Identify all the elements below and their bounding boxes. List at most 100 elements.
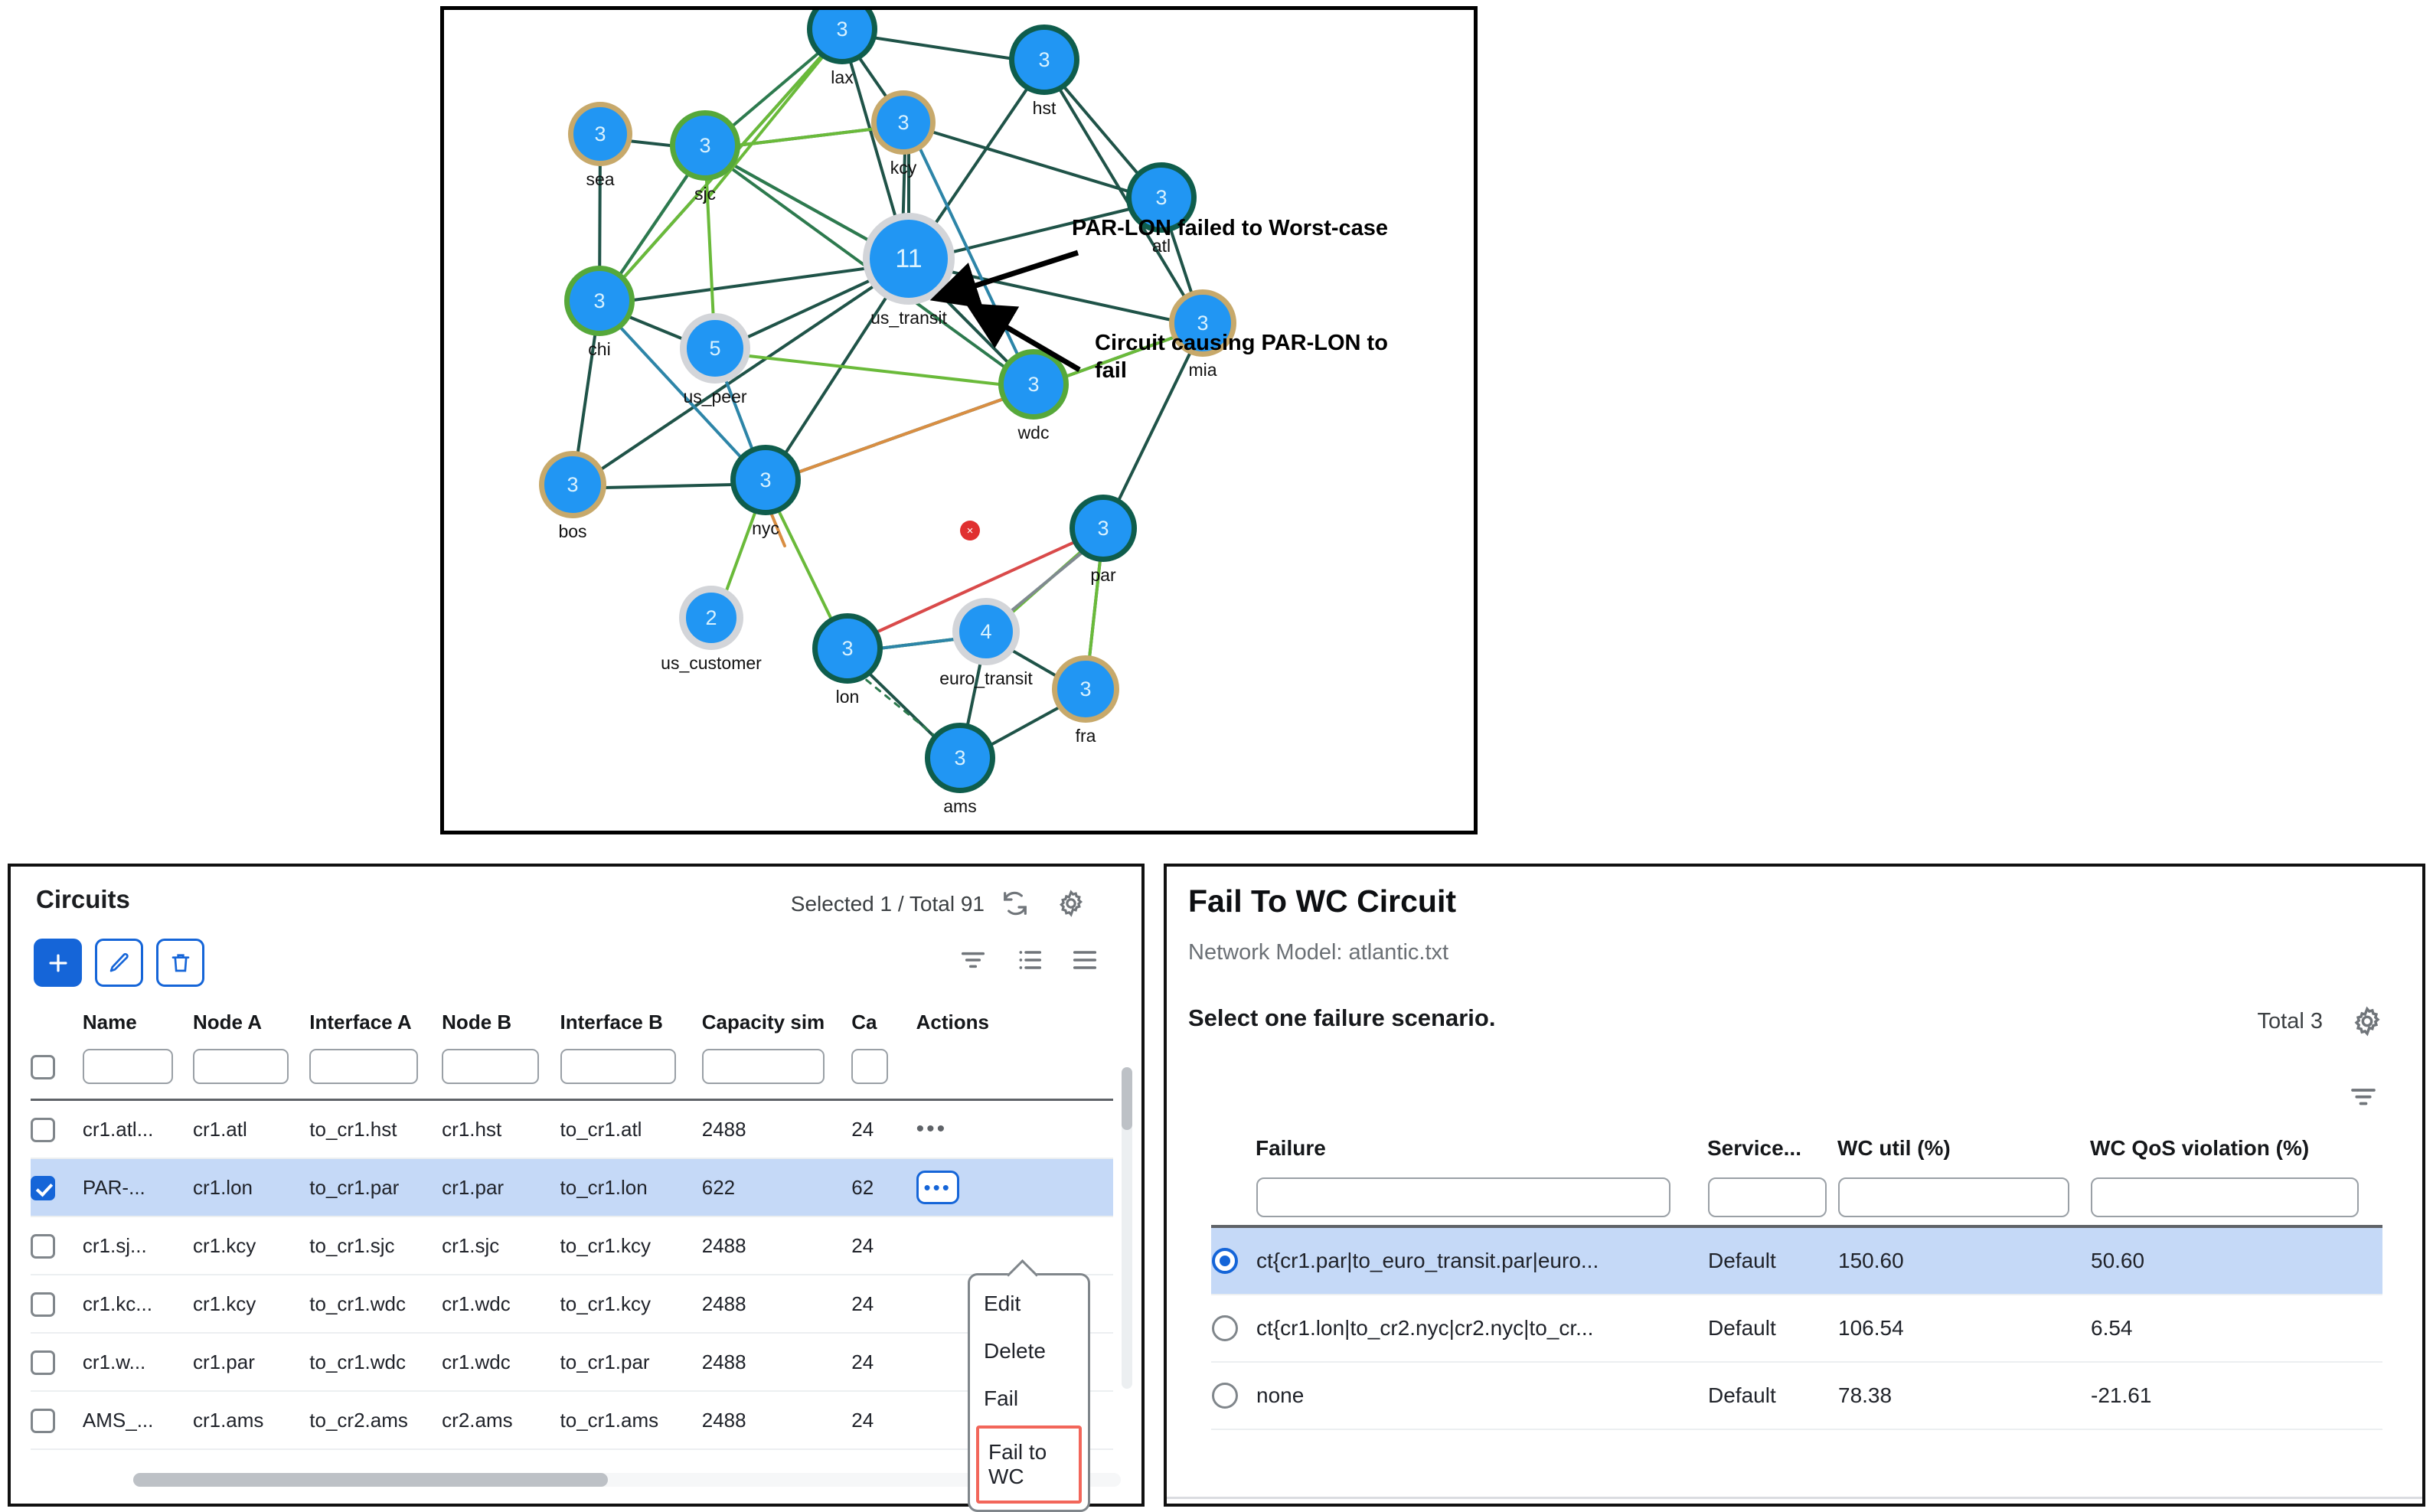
menu-item-fail[interactable]: Fail: [984, 1386, 1019, 1410]
wc-filter-failure-cell[interactable]: [1256, 1170, 1707, 1225]
filter-capacity-sim-cell[interactable]: [701, 1042, 852, 1099]
col-interface-b[interactable]: Interface B: [560, 1011, 663, 1034]
filter-interface-b-input[interactable]: [560, 1049, 677, 1084]
graph-node-hst[interactable]: 3: [1009, 24, 1079, 95]
row-radio-cell[interactable]: [1211, 1362, 1256, 1429]
row-radio-cell[interactable]: [1211, 1295, 1256, 1362]
table-row[interactable]: ct{cr1.par|to_euro_transit.par|euro...De…: [1211, 1226, 2382, 1295]
graph-node-sjc[interactable]: 3: [670, 110, 740, 181]
graph-node-par[interactable]: 3: [1070, 495, 1137, 562]
failure-scenarios-table[interactable]: Failure Service... WC util (%) WC QoS vi…: [1211, 1136, 2382, 1430]
delete-circuit-button[interactable]: [156, 939, 204, 987]
list-view-icon[interactable]: [1014, 945, 1045, 979]
menu-item-edit[interactable]: Edit: [984, 1292, 1021, 1315]
col-wc-qos-violation[interactable]: WC QoS violation (%): [2090, 1136, 2310, 1160]
graph-node-bos[interactable]: 3: [539, 451, 606, 518]
row-actions-button[interactable]: •••: [916, 1171, 959, 1204]
row-checkbox[interactable]: [31, 1408, 55, 1433]
row-checkbox[interactable]: [31, 1292, 55, 1317]
filter-service-input[interactable]: [1708, 1177, 1827, 1217]
filter-node-a-input[interactable]: [192, 1049, 289, 1084]
failure-x-icon[interactable]: ×: [960, 521, 980, 540]
filter-capacity-cell[interactable]: [851, 1042, 916, 1099]
row-radio-button[interactable]: [1212, 1383, 1238, 1409]
graph-node-lax[interactable]: 3: [807, 10, 877, 64]
graph-node-ams[interactable]: 3: [925, 723, 995, 793]
row-actions-menu[interactable]: Edit Delete Fail Fail to WC: [968, 1273, 1090, 1512]
graph-node-mia[interactable]: 3: [1169, 289, 1236, 357]
filter-name-input[interactable]: [82, 1049, 174, 1084]
row-checkbox-cell[interactable]: [31, 1391, 83, 1449]
filter-interface-a-input[interactable]: [309, 1049, 419, 1084]
filter-interface-a-cell[interactable]: [309, 1042, 442, 1099]
filter-icon[interactable]: [958, 945, 988, 979]
row-checkbox-cell[interactable]: [31, 1275, 83, 1333]
table-row[interactable]: ct{cr1.lon|to_cr2.nyc|cr2.nyc|to_cr...De…: [1211, 1295, 2382, 1362]
graph-node-fra[interactable]: 3: [1052, 655, 1119, 723]
graph-node-nyc[interactable]: 3: [730, 445, 801, 515]
col-node-b[interactable]: Node B: [442, 1011, 512, 1034]
circuits-table[interactable]: Name Node A Interface A Node B Interface…: [31, 1006, 1125, 1450]
wc-filter-row[interactable]: [1211, 1170, 2382, 1225]
row-radio-button[interactable]: [1212, 1248, 1238, 1275]
filter-node-a-cell[interactable]: [192, 1042, 309, 1099]
graph-node-atl[interactable]: 3: [1126, 162, 1197, 233]
add-circuit-button[interactable]: [34, 939, 82, 987]
col-wc-util[interactable]: WC util (%): [1837, 1136, 1951, 1160]
col-name[interactable]: Name: [82, 1011, 137, 1034]
graph-node-us_customer[interactable]: 2: [679, 586, 743, 650]
edit-circuit-button[interactable]: [95, 939, 143, 987]
select-all-cell[interactable]: [31, 1042, 83, 1099]
filter-node-b-cell[interactable]: [442, 1042, 560, 1099]
circuits-horizontal-scrollbar[interactable]: [133, 1473, 1121, 1487]
filter-failure-input[interactable]: [1256, 1177, 1670, 1217]
graph-node-chi[interactable]: 3: [564, 266, 635, 336]
row-radio-cell[interactable]: [1211, 1226, 1256, 1295]
filter-wc-util-input[interactable]: [1838, 1177, 2069, 1217]
row-actions-button[interactable]: •••: [916, 1116, 948, 1141]
wc-filter-service-cell[interactable]: [1707, 1170, 1837, 1225]
menu-item-delete[interactable]: Delete: [984, 1339, 1046, 1363]
graph-node-wdc[interactable]: 3: [998, 349, 1069, 420]
graph-node-lon[interactable]: 3: [812, 613, 883, 684]
row-checkbox-cell[interactable]: [31, 1158, 83, 1216]
row-checkbox-cell[interactable]: [31, 1216, 83, 1275]
filter-interface-b-cell[interactable]: [560, 1042, 702, 1099]
filter-capacity-sim-input[interactable]: [701, 1049, 825, 1084]
graph-node-kcy[interactable]: 3: [871, 90, 936, 155]
col-interface-a[interactable]: Interface A: [309, 1011, 412, 1034]
cell-actions[interactable]: •••: [916, 1158, 1113, 1216]
circuits-filter-row[interactable]: [31, 1042, 1113, 1099]
col-node-a[interactable]: Node A: [192, 1011, 263, 1034]
graph-node-euro_transit[interactable]: 4: [952, 598, 1020, 665]
circuits-vertical-scrollbar[interactable]: [1122, 1067, 1132, 1389]
filter-icon[interactable]: [2347, 1079, 2379, 1115]
cell-actions[interactable]: •••: [916, 1100, 1113, 1159]
wc-filter-qos-cell[interactable]: [2090, 1170, 2382, 1225]
row-checkbox[interactable]: [31, 1175, 55, 1200]
col-service[interactable]: Service...: [1707, 1136, 1801, 1160]
row-checkbox[interactable]: [31, 1117, 55, 1142]
row-checkbox-cell[interactable]: [31, 1333, 83, 1391]
col-capacity-sim[interactable]: Capacity sim: [701, 1011, 825, 1034]
row-checkbox-cell[interactable]: [31, 1100, 83, 1159]
row-radio-button[interactable]: [1212, 1315, 1238, 1342]
col-capacity[interactable]: Ca: [851, 1011, 877, 1034]
col-failure[interactable]: Failure: [1256, 1136, 1326, 1160]
menu-icon[interactable]: [1070, 945, 1100, 979]
filter-name-cell[interactable]: [82, 1042, 193, 1099]
row-checkbox[interactable]: [31, 1233, 55, 1259]
filter-capacity-input[interactable]: [851, 1049, 888, 1084]
select-all-checkbox[interactable]: [31, 1054, 55, 1079]
wc-filter-util-cell[interactable]: [1837, 1170, 2090, 1225]
gear-icon[interactable]: [1056, 888, 1086, 923]
graph-node-us_peer[interactable]: 5: [680, 313, 750, 384]
